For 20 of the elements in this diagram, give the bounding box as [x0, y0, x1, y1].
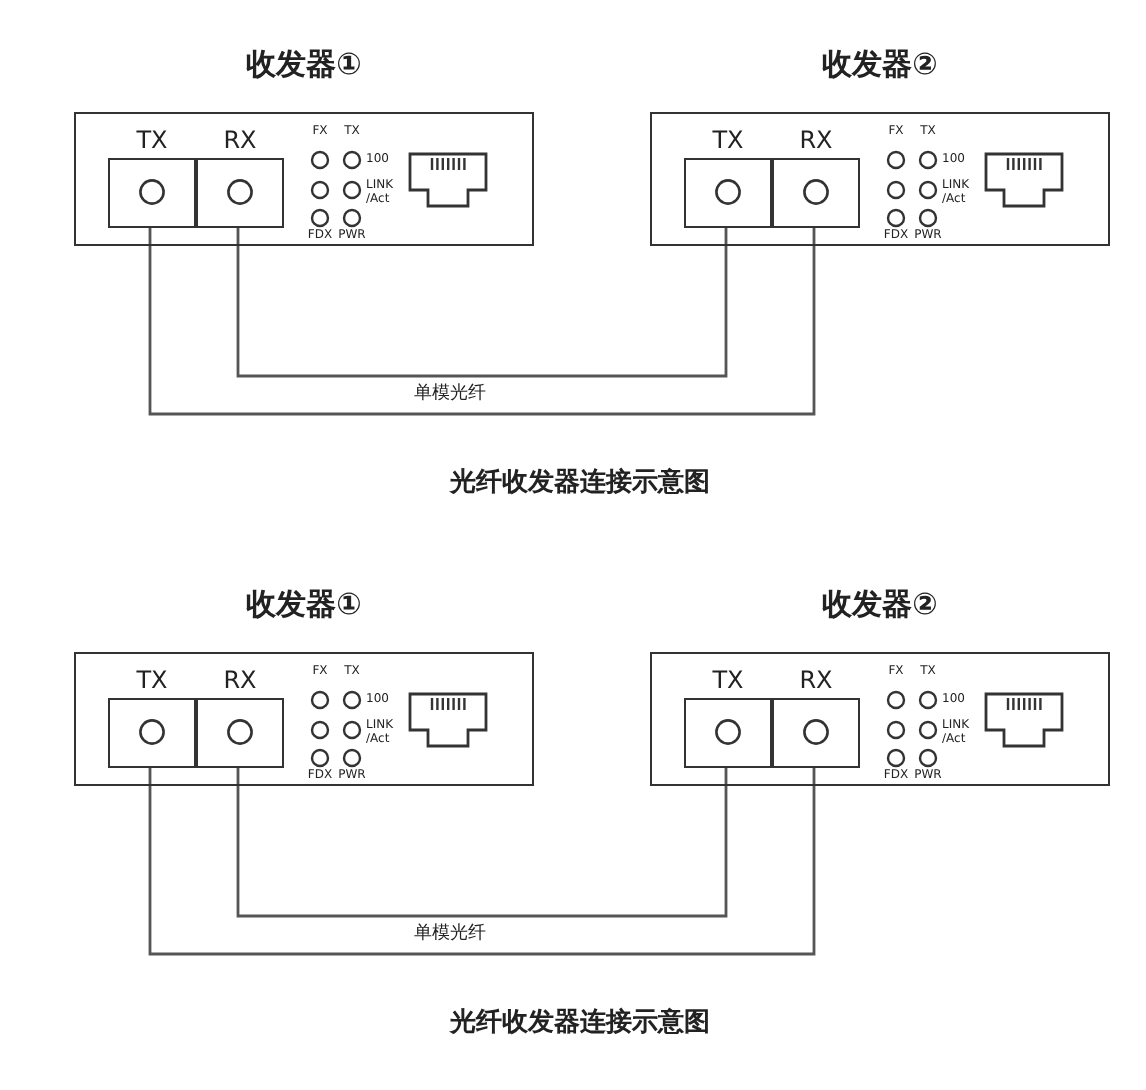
fiber-cable — [148, 226, 816, 416]
port-label: RX — [797, 126, 835, 154]
fiber-cable — [236, 766, 728, 918]
device-title: 收发器② — [820, 584, 940, 624]
diagram-caption: 光纤收发器连接示意图 — [447, 1006, 712, 1042]
diagram-caption: 光纤收发器连接示意图 — [447, 466, 712, 502]
device-title: 收发器① — [244, 44, 364, 84]
port-label: TX — [134, 126, 170, 154]
port-label: RX — [221, 666, 259, 694]
port-label: TX — [710, 666, 746, 694]
fiber-cable — [148, 766, 816, 956]
device-title: 收发器② — [820, 44, 940, 84]
edge-label: 单模光纤 — [410, 924, 490, 944]
edge-label: 单模光纤 — [410, 384, 490, 404]
port-label: RX — [797, 666, 835, 694]
port-label: TX — [710, 126, 746, 154]
fiber-cable — [236, 226, 728, 378]
device-title: 收发器① — [244, 584, 364, 624]
port-label: TX — [134, 666, 170, 694]
port-label: RX — [221, 126, 259, 154]
